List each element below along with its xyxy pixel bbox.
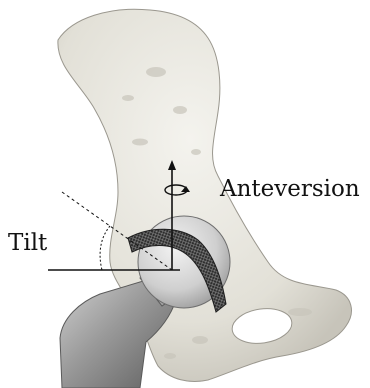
tilt-angle-arc <box>100 226 110 270</box>
tilt-label: Tilt <box>8 232 47 255</box>
anteversion-label: Anteversion <box>220 178 360 201</box>
